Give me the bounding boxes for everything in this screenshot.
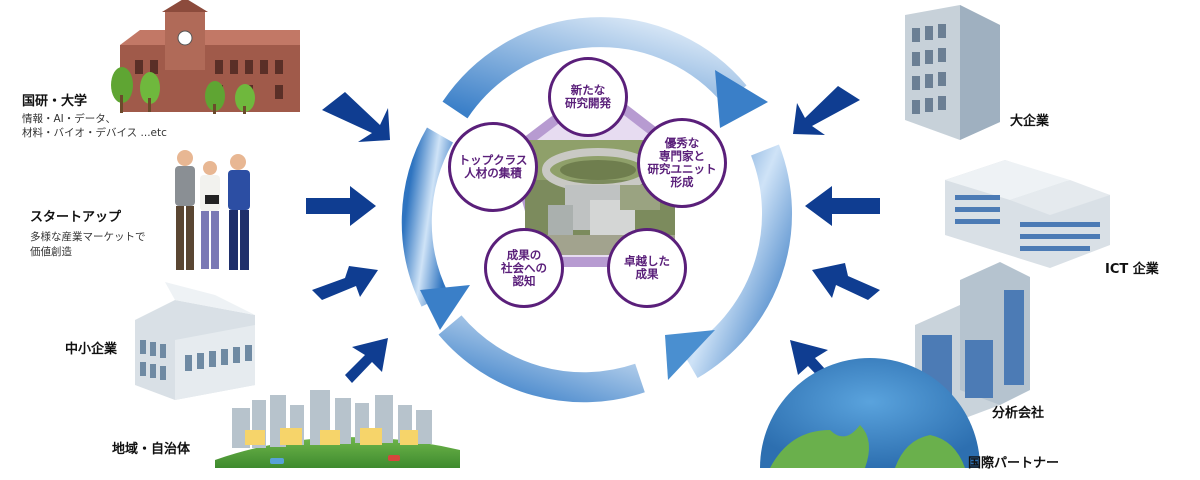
right-arrows (790, 86, 880, 387)
label-international-partner: 国際パートナー (968, 456, 1060, 471)
city-skyline (215, 390, 460, 468)
ict-company-building (945, 160, 1110, 268)
desc-national-labs-line1: 情報・AI・データ、 (22, 113, 116, 125)
desc-national-labs-line2: 材料・バイオ・デバイス ...etc (22, 127, 167, 139)
node-social-recognition: 成果の 社会への 認知 (484, 228, 564, 308)
small-company-building (135, 282, 255, 400)
node-expert-units: 優秀な 専門家と 研究ユニット 形成 (637, 118, 727, 208)
node-new-research: 新たな 研究開発 (548, 57, 628, 137)
label-ict-company: ICT 企業 (1105, 262, 1159, 277)
left-arrows (306, 92, 390, 383)
node-excellent-results: 卓越した 成果 (607, 228, 687, 308)
label-startup: スタートアップ (30, 210, 122, 225)
tree-icon (111, 67, 255, 114)
label-national-labs-universities: 国研・大学 (22, 94, 88, 109)
globe-icon (760, 358, 980, 468)
desc-startup-line2: 価値創造 (30, 246, 72, 258)
desc-startup-line1: 多様な産業マーケットで (30, 231, 146, 243)
university-building (111, 0, 300, 114)
label-large-company: 大企業 (1010, 114, 1050, 129)
startup-people-icon (175, 150, 250, 270)
label-sme: 中小企業 (65, 342, 118, 357)
cycle-ring (401, 17, 793, 403)
large-company-building (905, 5, 1000, 140)
label-analysis-company: 分析会社 (992, 406, 1045, 421)
label-local-government: 地域・自治体 (112, 442, 191, 457)
node-top-talent: トップクラス 人材の集積 (448, 122, 538, 212)
